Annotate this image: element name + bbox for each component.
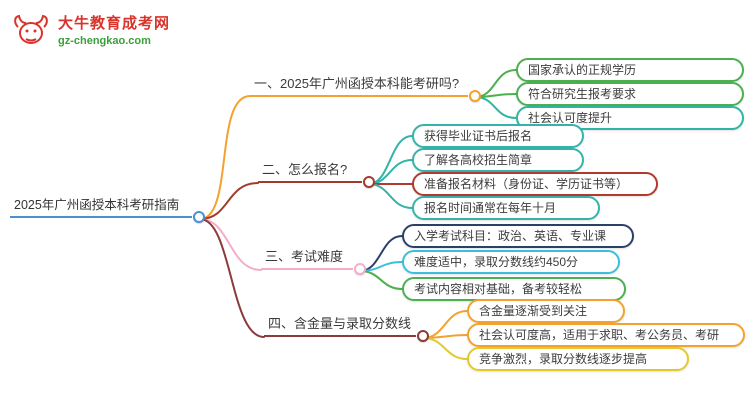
branch-4-label: 四、含金量与录取分数线 [268, 316, 412, 331]
connector-branch4-leaf1 [422, 310, 468, 339]
connector-branch4-leaf3 [422, 337, 468, 360]
leaf-node: 含金量逐渐受到关注 [467, 299, 625, 323]
connector-root-branch-4 [199, 218, 265, 338]
leaf-label: 准备报名材料（身份证、学历证书等） [424, 177, 629, 191]
leaf-node: 社会认可度提升 [516, 106, 744, 130]
branch-node-2: 二、怎么报名? [258, 159, 375, 188]
leaf-label: 了解各高校招生简章 [424, 153, 533, 167]
leaf-node: 报名时间通常在每年十月 [412, 196, 600, 220]
leaf-label: 竞争激烈，录取分数线逐步提高 [479, 352, 648, 366]
leaf-node: 考试内容相对基础，备考较轻松 [402, 277, 626, 301]
connector-root-branch-3 [199, 218, 262, 271]
leaf-label: 考试内容相对基础，备考较轻松 [414, 282, 583, 296]
branch-node-3: 三、考试难度 [261, 246, 366, 275]
branch-3-label: 三、考试难度 [265, 249, 344, 264]
leaf-label: 获得毕业证书后报名 [424, 129, 533, 143]
leaf-label: 社会认可度高，适用于求职、考公务员、考研 [479, 328, 720, 342]
branch-1-label: 一、2025年广州函授本科能考研吗? [254, 76, 460, 91]
leaf-label: 国家承认的正规学历 [528, 63, 637, 77]
branch-1-collapse-dot[interactable] [469, 90, 481, 102]
root-node: 2025年广州函授本科考研指南 [10, 194, 205, 223]
leaf-node: 符合研究生报考要求 [516, 82, 744, 106]
connector-branch2-leaf2 [368, 159, 413, 185]
connector-branch1-leaf1 [474, 69, 517, 98]
leaf-node: 难度适中，录取分数线约450分 [402, 250, 620, 274]
leaf-node: 国家承认的正规学历 [516, 58, 744, 82]
leaf-node: 竞争激烈，录取分数线逐步提高 [467, 347, 689, 371]
leaf-node: 入学考试科目：政治、英语、专业课 [402, 224, 634, 248]
branch-2-collapse-dot[interactable] [363, 176, 375, 188]
logo-brand-text: 大牛教育成考网 [58, 15, 171, 32]
leaf-label: 难度适中，录取分数线约450分 [414, 255, 579, 269]
leaf-node: 准备报名材料（身份证、学历证书等） [412, 172, 658, 196]
leaf-label: 含金量逐渐受到关注 [479, 304, 588, 318]
branch-node-4: 四、含金量与录取分数线 [264, 313, 429, 342]
branch-node-1: 一、2025年广州函授本科能考研吗? [250, 73, 481, 102]
leaf-node: 社会认可度高，适用于求职、考公务员、考研 [467, 323, 745, 347]
logo-domain-text: gz-chengkao.com [58, 35, 151, 47]
leaf-node: 获得毕业证书后报名 [412, 124, 584, 148]
connector-root-branch-2 [199, 182, 259, 220]
leaf-node: 了解各高校招生简章 [412, 148, 584, 172]
root-collapse-dot[interactable] [193, 211, 205, 223]
leaf-label: 报名时间通常在每年十月 [424, 201, 557, 215]
leaf-label: 符合研究生报考要求 [528, 87, 637, 101]
connector-branch3-leaf3 [359, 270, 403, 290]
connector-root-branch-1 [199, 95, 251, 220]
root-label: 2025年广州函授本科考研指南 [14, 198, 180, 212]
branch-4-collapse-dot[interactable] [417, 330, 429, 342]
leaf-label: 入学考试科目：政治、英语、专业课 [414, 229, 607, 243]
connector-branch1-leaf3 [474, 96, 517, 119]
leaf-label: 社会认可度提升 [528, 111, 613, 125]
connector-branch2-leaf4 [368, 183, 413, 209]
connector-branch3-leaf2 [359, 261, 403, 272]
branch-2-label: 二、怎么报名? [262, 162, 348, 177]
site-logo[interactable]: 大牛教育成考网 gz-chengkao.com [10, 12, 170, 47]
cow-logo-icon [14, 14, 48, 44]
branch-3-collapse-dot[interactable] [354, 263, 366, 275]
